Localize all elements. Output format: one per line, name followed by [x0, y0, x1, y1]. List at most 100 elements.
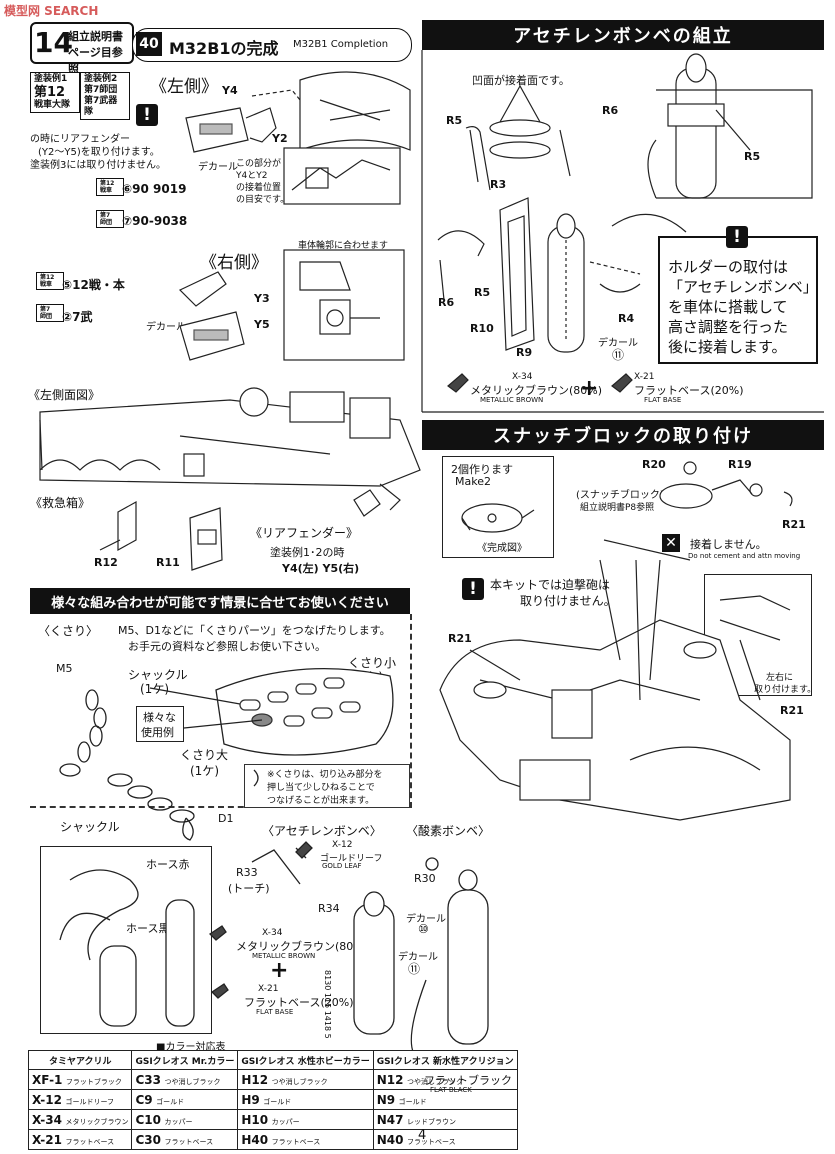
acet-paint2-en: FLAT BASE — [644, 396, 682, 404]
snatch-r19: R19 — [728, 458, 752, 471]
snatch-ref: 組立説明書P8参照 — [580, 503, 655, 513]
hose-red: ホース赤 — [146, 858, 190, 871]
snatch-r21-b: R21 — [780, 704, 804, 717]
paint-code: H40 — [241, 1132, 269, 1147]
acet-r4: R4 — [618, 312, 635, 325]
table-cell: C10 カッパー — [131, 1109, 239, 1130]
paint-code: C33 — [135, 1072, 161, 1087]
make2-jp: 2個作ります — [451, 463, 513, 476]
paint-name: つや消しブラック — [271, 1077, 328, 1086]
shackle1-count: (1ケ) — [140, 682, 169, 696]
holder-note-5: 後に接着します。 — [668, 338, 787, 356]
decal6: ⑥90 9019 — [122, 182, 187, 196]
table-cell: C30 フラットベース — [131, 1129, 239, 1150]
chain-title: 〈くさり〉 — [38, 624, 99, 638]
snatch-title: スナッチブロックの取り付け — [422, 420, 824, 450]
table-cell: H9 ゴールド — [237, 1089, 374, 1110]
paint-code: C9 — [135, 1092, 153, 1107]
color-table: タミヤアクリル GSIクレオス Mr.カラー GSIクレオス 水性ホビーカラー … — [27, 1050, 518, 1150]
hull-match-note: 車体輪郭に合わせます — [298, 241, 389, 251]
paint-code: X-12 — [32, 1092, 62, 1107]
combo-r33: R33 — [236, 866, 258, 879]
x12-code: X-12 — [332, 840, 353, 850]
part-y5: Y5 — [254, 318, 270, 331]
note-y4y2-2: Y4とY2 — [236, 171, 268, 181]
torch-label: (トーチ) — [228, 882, 270, 895]
ref-line2: ページ目参照 — [68, 46, 123, 75]
oxy-text2: 素 — [464, 934, 474, 945]
color-table-header: タミヤアクリル GSIクレオス Mr.カラー GSIクレオス 水性ホビーカラー … — [27, 1050, 518, 1070]
x21-en: FLAT BASE — [256, 1008, 294, 1016]
cyl-text: 8130 115 1418 5 — [323, 970, 332, 1039]
paint-name: ゴールドリーフ — [65, 1097, 115, 1106]
paint-name: レッドブラウン — [406, 1117, 456, 1126]
acet-paint2-code: X-21 — [634, 372, 655, 382]
scheme1-unit2: 戦車大隊 — [34, 100, 71, 110]
paint-code: N40 — [376, 1132, 404, 1147]
acet-paint1-en: METALLIC BROWN — [480, 396, 544, 404]
paint-code: C10 — [135, 1112, 161, 1127]
part-r12: R12 — [94, 556, 118, 569]
note-y4y2-3: の接着位置 — [236, 183, 282, 193]
table-row: X-21 フラットベース C30 フラットベース H40 フラットベース N40… — [27, 1129, 518, 1150]
scheme1-label: 塗装例1 — [34, 74, 68, 84]
chain-tip-2: 押し当て少しひねることで — [267, 783, 375, 793]
decal5: ⑤12戦・本 — [62, 278, 125, 292]
snatch-r21-a: R21 — [448, 632, 472, 645]
concave-note: 凹面が接着面です。 — [472, 74, 570, 87]
left-side-title: 《左側》 — [150, 77, 218, 97]
color-table-header-cell: GSIクレオス 新水性アクリジョン — [372, 1050, 518, 1070]
rear-fender-parts: Y4(左) Y5(右) — [282, 562, 360, 575]
shackle2: シャックル — [60, 820, 120, 834]
combo-r34: R34 — [318, 902, 340, 915]
paint-name: つや消しブラック — [406, 1077, 463, 1086]
snatch-r20: R20 — [642, 458, 666, 471]
right-side-title: 《右側》 — [200, 253, 268, 273]
chain-small: くさり小 — [348, 656, 397, 670]
chain-tip-3: つなげることが出来ます。 — [267, 796, 375, 806]
table-cell: H40 フラットベース — [237, 1129, 374, 1150]
paint-name: フラットベース — [406, 1137, 456, 1146]
warning-line1: の時にリアフェンダー — [30, 134, 130, 145]
acet-r6b: R6 — [438, 296, 455, 309]
color-table-header-cell: タミヤアクリル — [27, 1050, 133, 1070]
make2-en: Make2 — [455, 475, 491, 488]
holder-warning-icon: ! — [726, 226, 748, 248]
paint-name: フラットベース — [65, 1137, 115, 1146]
table-cell: N47 レッドブラウン — [372, 1109, 518, 1130]
acet-paint1-code: X-34 — [512, 372, 533, 382]
completed-label: 《完成図》 — [477, 543, 527, 554]
table-cell: H12 つや消しブラック — [237, 1069, 374, 1090]
examples-box: 様々な 使用例 — [136, 706, 184, 742]
paint-code: N47 — [376, 1112, 404, 1127]
scheme1-unit: 第12 — [34, 85, 66, 100]
decal-label-left: デカール — [198, 162, 238, 173]
chain-note2: お手元の資料など参照しお使い下さい。 — [128, 640, 326, 653]
x34-en: METALLIC BROWN — [252, 952, 316, 960]
combos-dashed-border — [30, 614, 412, 808]
table-cell: X-12 ゴールドリーフ — [27, 1089, 133, 1110]
combo-r30: R30 — [414, 872, 436, 885]
section-number: 40 — [136, 32, 162, 56]
rear-fender-title: 《リアフェンダー》 — [250, 526, 359, 540]
no-cement-jp: 接着しません。 — [690, 538, 767, 551]
x34-code: X-34 — [262, 928, 283, 938]
table-cell: N40 フラットベース — [372, 1129, 518, 1150]
acet-r5a: R5 — [446, 114, 463, 127]
left-attach-2: 取り付けます。 — [754, 685, 817, 695]
part-y4: Y4 — [222, 84, 238, 97]
snatch-label: (スナッチブロック) — [576, 490, 664, 501]
paint-name: ゴールド — [398, 1097, 427, 1106]
warning-line2: (Y2〜Y5)を取り付けます。 — [38, 147, 160, 158]
part-y3: Y3 — [254, 292, 270, 305]
paint-name: ゴールド — [156, 1097, 185, 1106]
holder-note-4: 高さ調整を行った — [668, 318, 789, 336]
paint-code: X-34 — [32, 1112, 62, 1127]
acet-paint1-name: メタリックブラウン(80%) — [470, 384, 603, 397]
table-cell: XF-1 フラットブラック — [27, 1069, 133, 1090]
examples-1: 様々な — [143, 711, 176, 724]
paint-name: メタリックブラウン — [65, 1117, 129, 1126]
decal2: ②7武 — [62, 310, 93, 324]
